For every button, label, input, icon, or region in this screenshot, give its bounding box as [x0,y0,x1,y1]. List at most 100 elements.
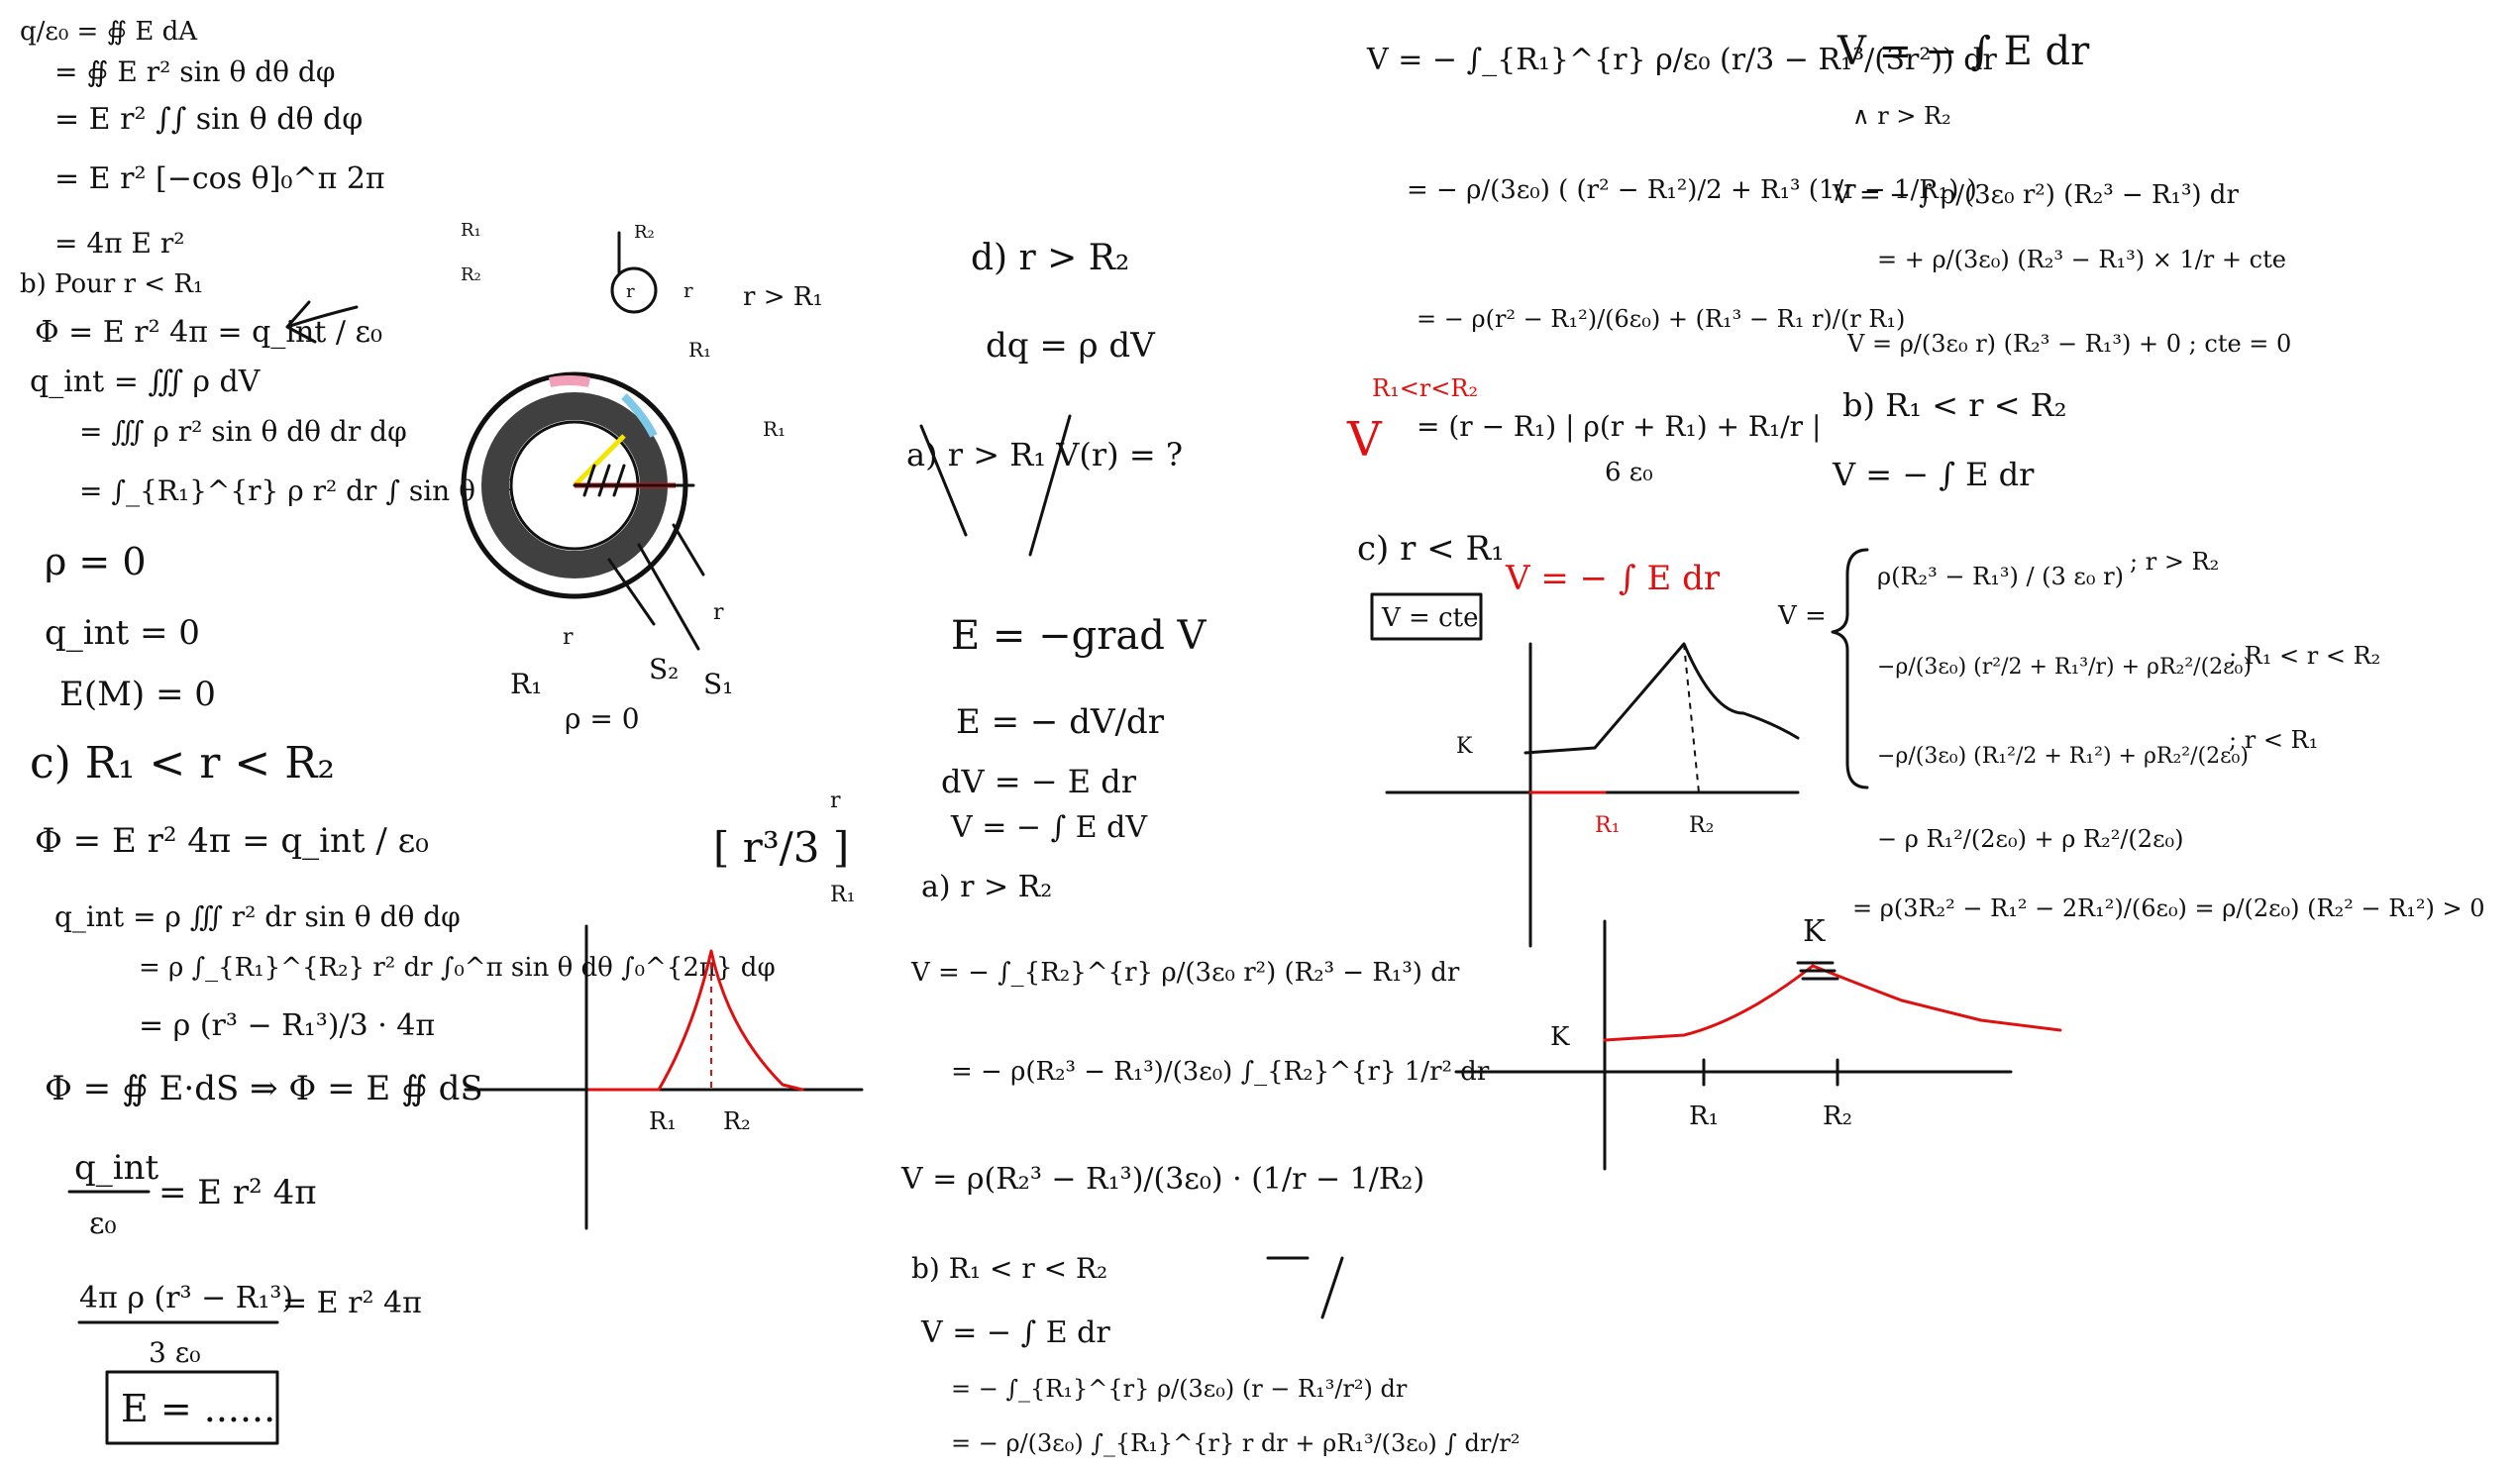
potential-curve [1523,642,1800,755]
graph1-label-k: K [1456,734,1473,759]
field-graph: R₁ R₂ [464,924,864,1230]
col4-line-2: ∧ r > R₂ [1852,102,1951,130]
graph-label-r2: R₂ [723,1107,751,1135]
col4-line-3: V = − ∫ ρ/(3ε₀ r²) (R₂³ − R₁³) dr [1832,180,2239,210]
fig-label-r1-bottom: R₁ [510,668,542,700]
section-b-qint-zero: q_int = 0 [45,613,200,653]
a-line-3: V = ρ(R₂³ − R₁³)/(3ε₀) · (1/r − 1/R₂) [900,1162,1424,1197]
col4-line-1: V = − ∫ E dr [1837,29,2090,74]
section-c-flux: Φ = E r² 4π = q_int / ε₀ [35,821,429,861]
result-box [105,1370,279,1445]
graph2-label-r1: R₁ [1689,1102,1719,1131]
flux-line-1: q/ε₀ = ∯ E dA [20,17,198,47]
section-b-qint-2: = ∭ ρ r² sin θ dθ dr dφ [79,415,407,448]
b-line-1: V = − ∫ E dr [920,1315,1110,1350]
col3-red-interval: R₁<r<R₂ [1372,374,1478,402]
strike-through [919,414,1072,557]
dq-line: dq = ρ dV [986,326,1156,366]
fig-label-r-top: r [683,278,693,302]
pink-highlight [549,375,590,387]
small-circle [610,266,658,314]
fig-label-rho-zero: ρ = 0 [565,702,640,735]
flux-line-2: = ∯ E r² sin θ dθ dφ [54,55,335,88]
fig-label-s1: S₁ [703,668,733,700]
section-b-heading: b) Pour r < R₁ [20,269,203,299]
bracket-sup: r [830,788,841,813]
section-b-qint-1: q_int = ∭ ρ dV [30,365,262,399]
arrow-left-icon [285,300,359,344]
shell-figure: R₂ r R₁ R₂ r r > R₁ R₁ R₁ r r R₁ ρ = 0 S… [461,220,823,735]
fig-label-r1-blue: R₁ [688,338,711,362]
b-heading: b) R₁ < r < R₂ [911,1252,1107,1285]
col3-line-2: = − ρ/(3ε₀) ( (r² − R₁²)/2 + R₁³ (1/r − … [1407,175,1977,205]
potential-result-column: V = − ∫_{R₁}^{r} ρ/ε₀ (r/3 − R₁³/(3r²)) … [1346,43,1998,641]
qint-fraction-den: ε₀ [89,1207,117,1241]
system-lhs: V = [1777,601,1827,631]
fig-label-r2-pink: R₂ [461,264,481,285]
qint-fraction-num: q_int [74,1148,159,1188]
fig-label-r-circle: r [626,281,635,302]
v-cte-text: V = cte [1381,603,1479,633]
label-leader [607,523,705,651]
col3-line-1: V = − ∫_{R₁}^{r} ρ/ε₀ (r/3 − R₁³/(3r²)) … [1366,43,1998,77]
col4-b-heading: b) R₁ < r < R₂ [1842,386,2067,424]
peak-dash [1683,643,1700,793]
bracket-expr: [ r³/3 ] [713,823,849,872]
section-c-qint-1: q_int = ρ ∭ r² dr sin θ dθ dφ [54,900,461,933]
graph2-label-k-top: K [1803,914,1826,949]
col3-line-3: = − ρ(r² − R₁²)/(6ε₀) + (R₁³ − R₁ r)/(r … [1417,305,1905,333]
section-c-gauss: Φ = ∯ E·dS ⇒ Φ = E ∯ dS [45,1069,483,1108]
system-row-1: ρ(R₂³ − R₁³) / (3 ε₀ r) [1877,563,2124,590]
hatching [582,464,626,497]
potential-graph-2: K K R₁ R₂ [1454,914,2062,1171]
potential-graph-1: K R₁ R₂ [1385,642,1800,948]
b-line-2: = − ∫_{R₁}^{r} ρ/(3ε₀) (r − R₁³/r²) dr [951,1375,1408,1403]
system-row-2: −ρ/(3ε₀) (r²/2 + R₁³/r) + ρR₂²/(2ε₀) [1877,655,2252,680]
system-row-3-cond: ; r < R₁ [2229,726,2318,754]
field-fraction-den: 3 ε₀ [149,1336,200,1369]
section-b-rho: ρ = 0 [45,540,147,583]
summary-column: V = − ∫ E dr ∧ r > R₂ V = − ∫ ρ/(3ε₀ r²)… [1777,29,2485,922]
fig-label-r-gt-r1: r > R₁ [743,282,823,312]
fig-label-s2: S₂ [649,653,679,685]
struck-line: a) r > R₁ V(r) = ? [906,436,1183,473]
fig-label-r-right: r [713,600,724,625]
system-row-3: −ρ/(3ε₀) (R₁²/2 + R₁²) + ρR₂²/(2ε₀) [1877,744,2249,769]
col3-c-heading: c) r < R₁ [1357,529,1505,569]
fig-label-r2-top: R₂ [634,222,655,243]
graph1-label-r2: R₂ [1689,813,1714,838]
qint-fraction-rhs: = E r² 4π [158,1173,317,1212]
graph2-label-k: K [1550,1022,1570,1052]
v-integral-line: V = − ∫ E dV [950,810,1148,845]
system-row-2-cond: ; R₁ < r < R₂ [2229,642,2380,670]
col3-red-v: V [1346,412,1383,468]
yellow-radius [573,434,626,487]
flux-line-5: = 4π E r² [54,227,184,260]
stroke-mark [1266,1256,1344,1319]
b-line-3: = − ρ/(3ε₀) ∫_{R₁}^{r} r dr + ρR₁³/(3ε₀)… [951,1429,1520,1457]
a-line-1: V = − ∫_{R₂}^{r} ρ/(3ε₀ r²) (R₂³ − R₁³) … [910,958,1460,988]
col4-line-5: V = ρ/(3ε₀ r) (R₂³ − R₁³) + 0 ; cte = 0 [1846,330,2291,358]
potential-curve [1603,964,2062,1042]
section-b-flux: Φ = E r² 4π = q_int / ε₀ [35,315,382,350]
v-cte-box [1370,592,1483,641]
e-dv-line: E = − dV/dr [956,702,1165,742]
graph1-label-r1: R₁ [1595,813,1620,838]
dv-line: dV = − E dr [941,763,1137,800]
a-line-2: = − ρ(R₂³ − R₁³)/(3ε₀) ∫_{R₂}^{r} 1/r² d… [951,1057,1490,1087]
blue-highlight [621,393,658,438]
col4-b-line: V = − ∫ E dr [1832,456,2035,493]
bracket-sub: R₁ [830,883,855,907]
graph2-label-r2: R₂ [1823,1102,1852,1131]
k-line-2: = ρ(3R₂² − R₁² − 2R₁²)/(6ε₀) = ρ/(2ε₀) (… [1852,894,2485,922]
system-brace [1831,548,1869,789]
system-row-1-cond: ; r > R₂ [2130,548,2219,576]
d-heading: d) r > R₂ [971,238,1129,278]
gradient-line: E = −grad V [951,613,1208,659]
col3-red-integral: V = − ∫ E dr [1505,559,1721,598]
graph-label-r1: R₁ [649,1107,677,1135]
fig-label-r-left: r [563,625,574,650]
section-c-qint-3: = ρ (r³ − R₁³)/3 · 4π [139,1008,435,1043]
section-b-field-zero: E(M) = 0 [59,675,216,714]
